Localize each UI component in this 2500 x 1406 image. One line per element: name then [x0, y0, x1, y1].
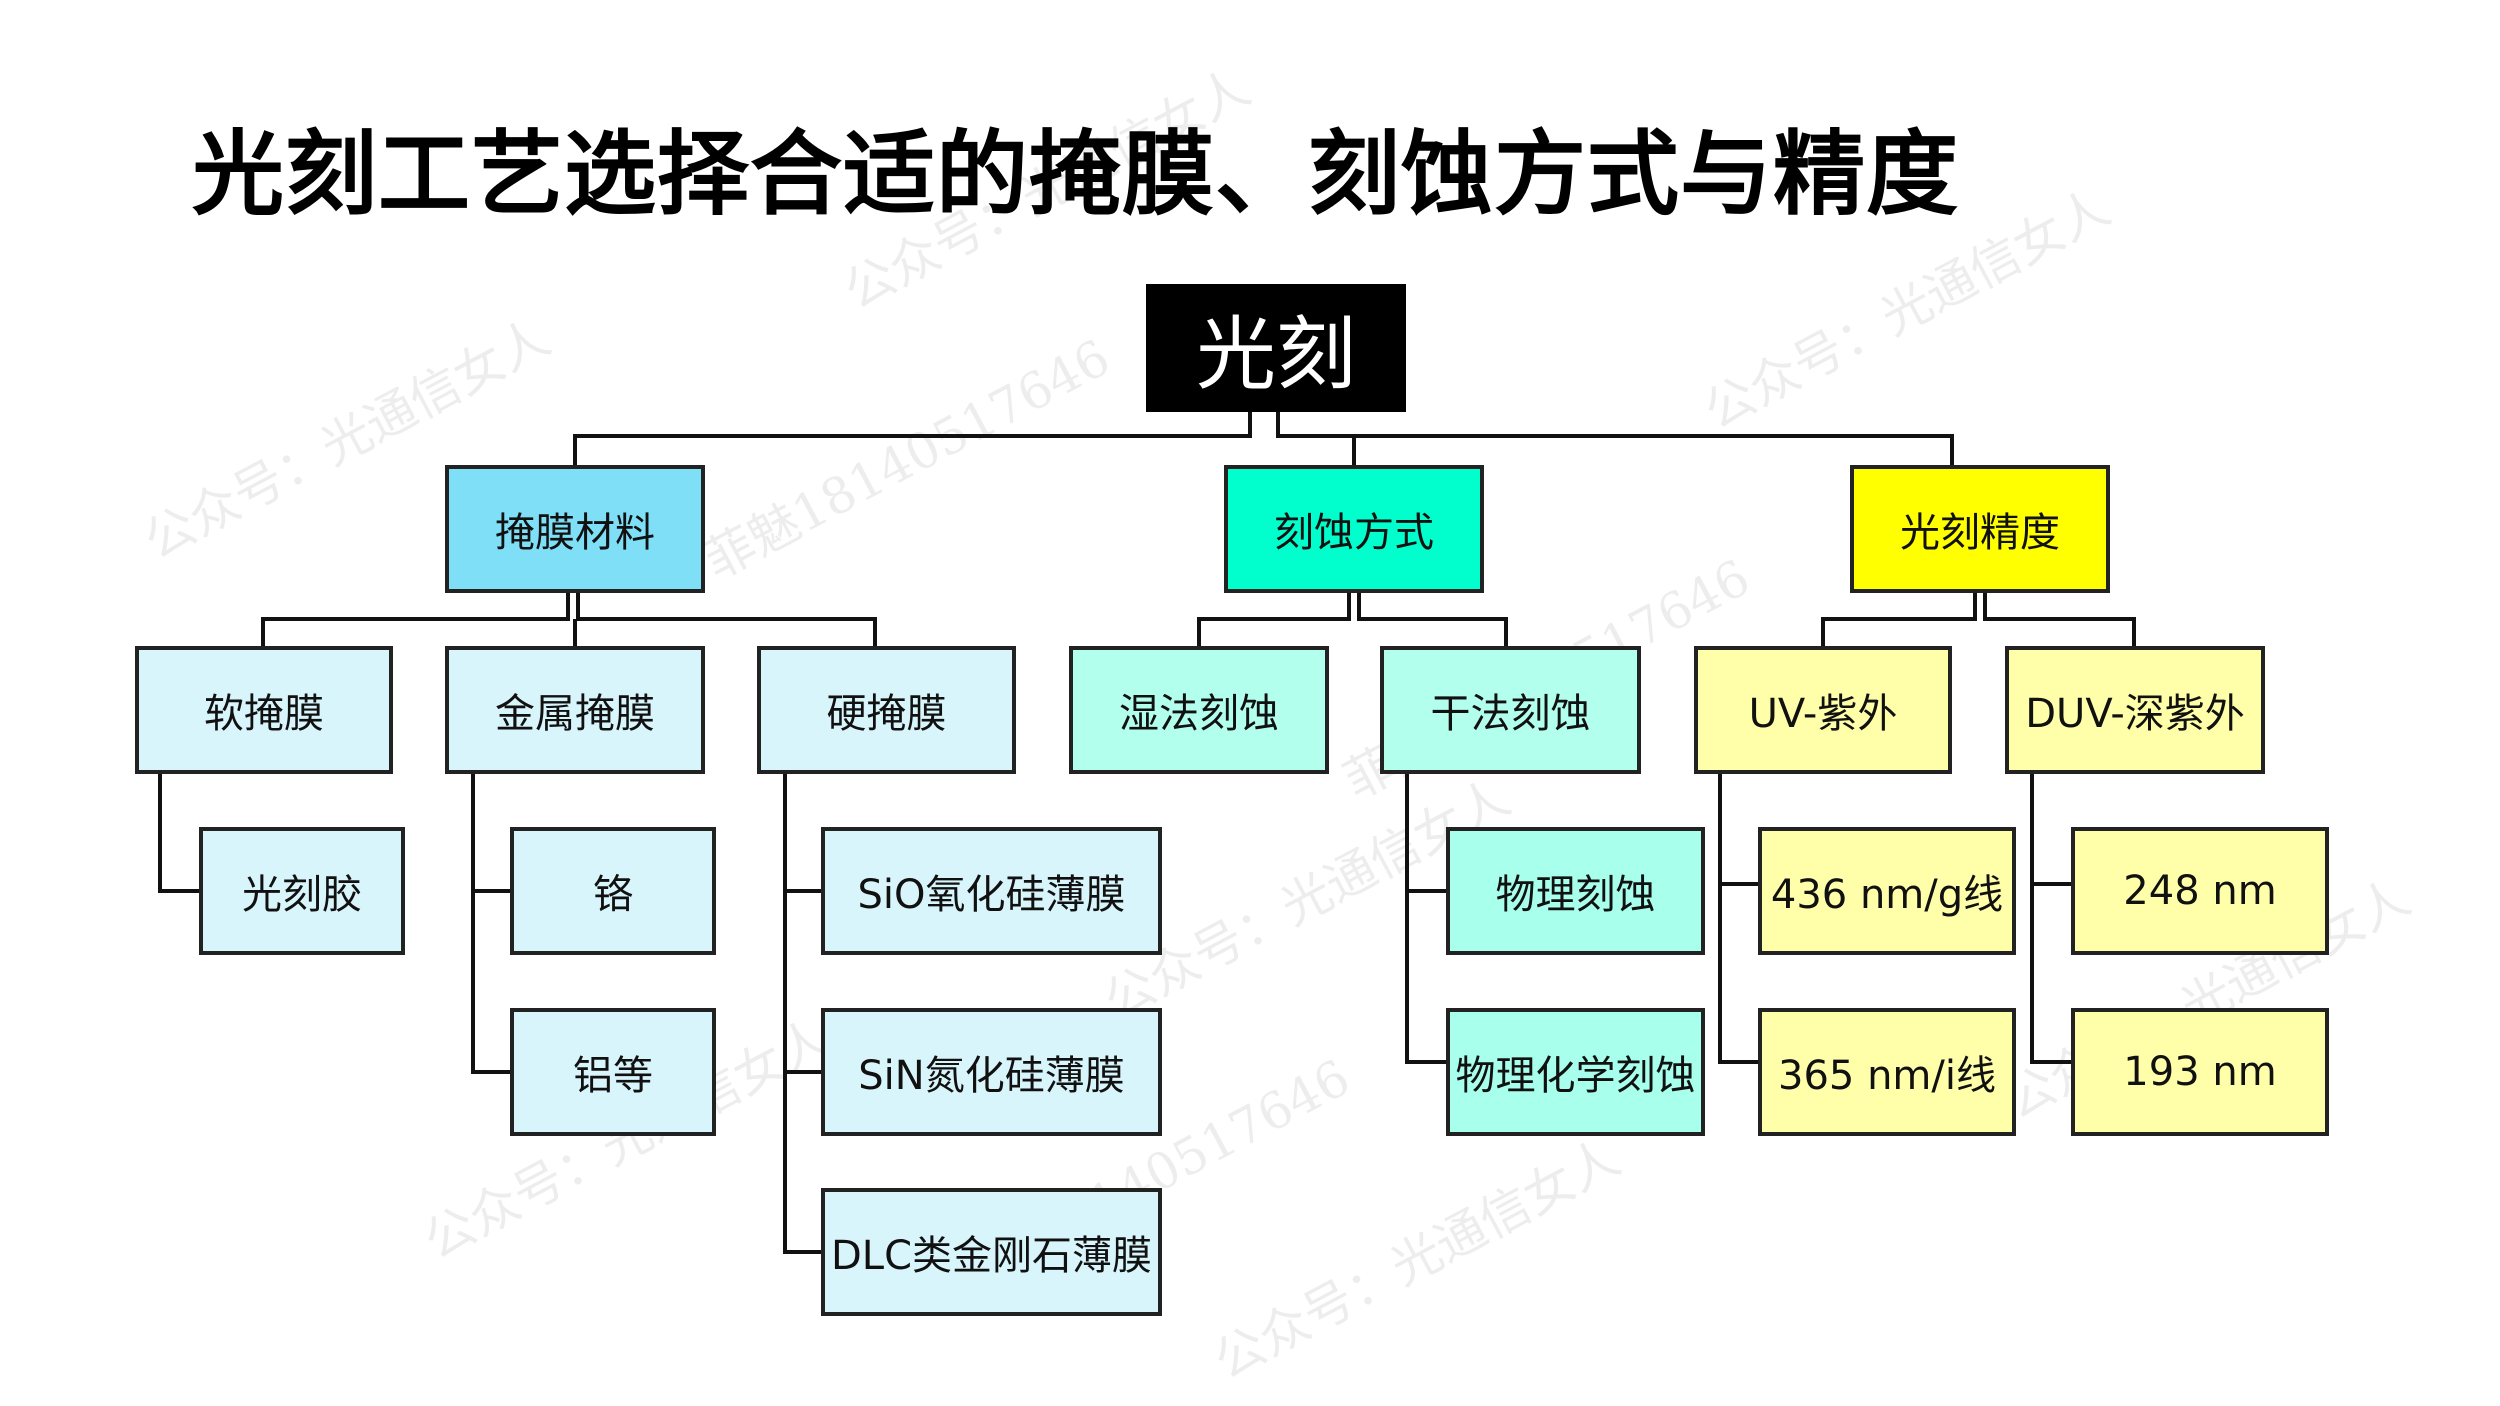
- node-chromium: 铬: [510, 827, 716, 955]
- root-node: 光刻: [1146, 284, 1406, 412]
- node-etch-method: 刻蚀方式: [1224, 465, 1484, 593]
- node-sio-film: SiO氧化硅薄膜: [821, 827, 1162, 955]
- node-dry-etch: 干法刻蚀: [1380, 646, 1641, 774]
- node-mask-material: 掩膜材料: [445, 465, 705, 593]
- node-hard-mask: 硬掩膜: [757, 646, 1016, 774]
- node-248nm: 248 nm: [2071, 827, 2329, 955]
- node-physical-chemical-etch: 物理化学刻蚀: [1446, 1008, 1705, 1136]
- node-wet-etch: 湿法刻蚀: [1069, 646, 1329, 774]
- node-i-line: 365 nm/i线: [1758, 1008, 2016, 1136]
- node-uv: UV-紫外: [1694, 646, 1952, 774]
- node-photoresist: 光刻胶: [199, 827, 405, 955]
- node-duv: DUV-深紫外: [2005, 646, 2265, 774]
- node-lithography-precision: 光刻精度: [1850, 465, 2110, 593]
- page-title: 光刻工艺选择合适的掩膜、刻蚀方式与精度: [192, 121, 1960, 228]
- node-physical-etch: 物理刻蚀: [1446, 827, 1705, 955]
- node-dlc-film: DLC类金刚石薄膜: [821, 1188, 1162, 1316]
- node-soft-mask: 软掩膜: [135, 646, 393, 774]
- node-193nm: 193 nm: [2071, 1008, 2329, 1136]
- node-aluminum: 铝等: [510, 1008, 716, 1136]
- node-metal-mask: 金属掩膜: [445, 646, 705, 774]
- node-sin-film: SiN氮化硅薄膜: [821, 1008, 1162, 1136]
- node-g-line: 436 nm/g线: [1758, 827, 2016, 955]
